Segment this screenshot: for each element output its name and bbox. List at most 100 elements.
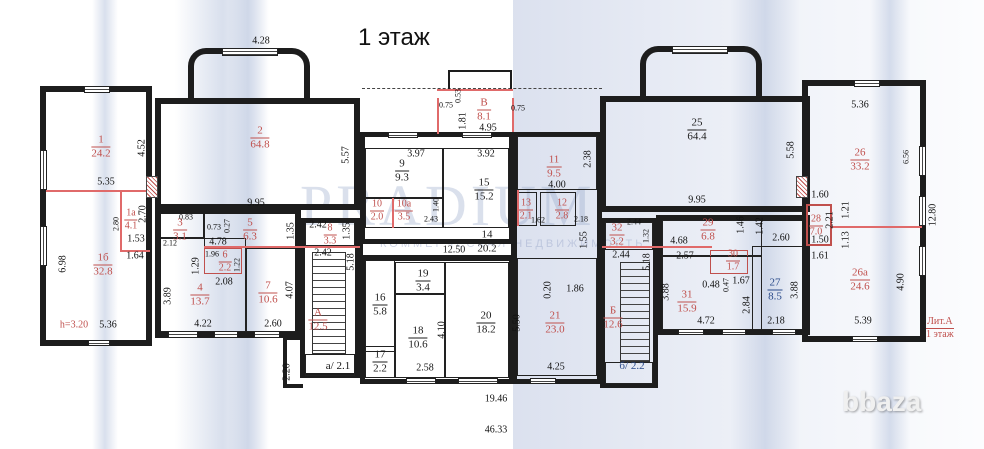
partition-b-left [437,98,439,134]
dim: 5.57 [340,146,352,164]
facade-dashed-line [362,88,602,89]
dim: 2.18 [574,214,588,224]
dim: 1.62 [531,215,545,225]
window [919,146,926,176]
dim: 1.61 [811,250,829,262]
dim: 2.20 [281,363,293,381]
window [88,340,110,346]
room-2-outline [155,98,360,210]
dim: 5.36 [99,319,117,331]
dim: 5.36 [851,99,869,111]
dim: 2.60 [772,232,790,244]
window [919,246,926,276]
partition-corridor-right [602,246,712,248]
dim: 2.42 [314,247,332,259]
dim: 3.92 [477,148,495,160]
partition-1-1b [46,190,150,192]
dim: 9.95 [247,197,265,209]
dim-total-center: 19.46 [484,393,508,405]
dim: 4.25 [547,361,565,373]
staircase-a [312,252,346,354]
room-20 [445,262,509,378]
legend-lit-a: Лит.А 1 этаж [926,316,954,340]
partition-10a [517,190,519,226]
dim: 1.29 [190,257,202,275]
room-32 [605,222,653,250]
legend-line-1: Лит.А [926,316,954,329]
dim: 1.35 [341,222,353,240]
room-b-vestibule [605,362,653,384]
dim: 4.78 [209,236,227,248]
room-12 [540,192,576,226]
dim: 2.18 [767,315,785,327]
chimney-left [146,176,158,198]
dim: 2.12 [163,238,177,248]
window [254,331,280,338]
dim: 0.27 [222,219,232,233]
dim: 4.10 [436,321,448,339]
floor-title: 1 этаж [358,24,430,51]
dim: 1.81 [457,112,469,130]
dim: 5.18 [641,253,653,271]
dim: 2.84 [741,296,753,314]
room-11 [517,136,597,190]
dim: 5.58 [785,141,797,159]
dim: 1.32 [641,229,651,243]
center-lower-outline [360,256,514,384]
partition-b-top [437,89,513,91]
bbaza-watermark: bbaza [842,386,922,417]
dim: 4.95 [479,122,497,134]
right-center-outline [512,132,602,384]
dim: 0.83 [179,212,193,222]
dim: 2.57 [676,250,694,262]
window [672,46,728,54]
dim: 1.55 [578,231,590,249]
window [530,378,556,384]
dim: 5.50 [511,314,523,332]
legend-line-2: 1 этаж [926,328,954,340]
dim: 3.88 [660,283,672,301]
dim: 6.56 [901,150,911,164]
window [222,48,278,56]
dim: 4.22 [194,318,212,330]
window [772,329,796,335]
room-a-vestibule [305,354,355,376]
dim: 1.50 [811,234,829,246]
partition-26-26a [832,226,922,228]
room-label-b-small: б/ 2.2 [619,360,645,372]
window [462,132,492,138]
dim: 2.42 [309,219,327,231]
dim: 3.89 [162,287,174,305]
room-21 [517,258,597,376]
dim: 0.73 [207,222,221,232]
dim: 2.44 [612,249,630,261]
window [854,80,880,87]
dim: 1.86 [566,283,584,295]
window [40,226,47,266]
window [214,331,238,338]
dim: 1.96 [205,249,219,259]
dim: 0.47 [721,278,731,292]
dim: 0.20 [542,281,554,299]
dim: 4.72 [697,315,715,327]
dim: 5.39 [854,315,872,327]
